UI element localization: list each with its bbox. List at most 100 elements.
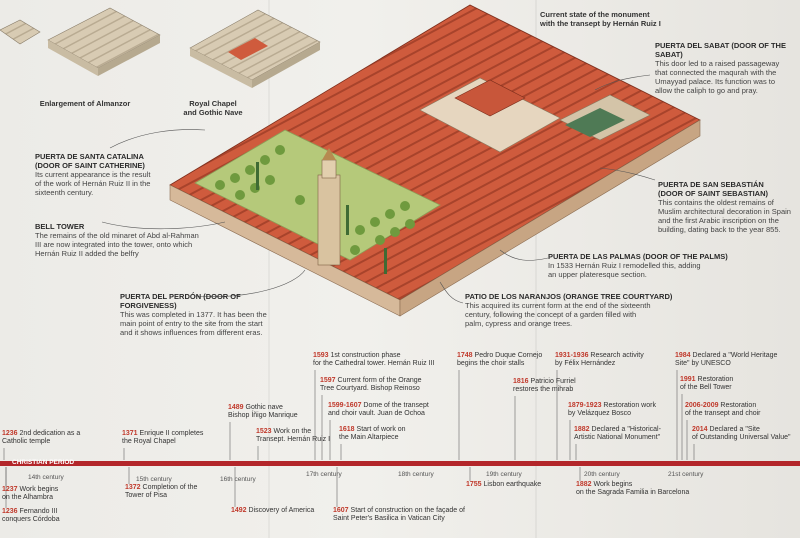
label-body: of the work of Hernán Ruiz II in the <box>35 179 151 188</box>
event-year: 1237 <box>2 486 20 493</box>
event-line: 1489 Gothic nave <box>228 404 298 412</box>
event-year: 1597 <box>320 377 338 384</box>
event-text: Declared a "World Heritage <box>692 352 778 359</box>
event-text: Current form of the Orange <box>337 377 422 384</box>
event-line: conquers Córdoba <box>2 516 60 524</box>
label-body: an upper plateresque section. <box>548 270 647 279</box>
event-text: Start of work on <box>356 426 406 433</box>
event-text: Saint Peter's Basilica in Vatican City <box>333 515 445 523</box>
event-line: 1931-1936 Research activity <box>555 352 644 360</box>
current-state-line: with the transept by Hernán Ruiz I <box>540 19 661 28</box>
event-year: 1523 <box>256 428 274 435</box>
label-title: (DOOR OF SAINT CATHERINE) <box>35 161 145 170</box>
event-year: 1748 <box>457 352 475 359</box>
label-title: PUERTA DEL SABAT (DOOR OF THE SABAT) <box>655 41 786 59</box>
event-line: 1991 Restoration <box>680 376 733 384</box>
event-text: begins the choir stalls <box>457 360 525 368</box>
event-line: Transept. Hernán Ruiz I <box>256 436 330 444</box>
event-text: of the transept and choir <box>685 410 761 418</box>
event-line: 1371 Enrique II completes <box>122 430 203 438</box>
period-label: CHRISTIAN PERIOD <box>12 459 75 466</box>
event-line: 1618 Start of work on <box>339 426 406 434</box>
century-label: 18th century <box>398 471 434 478</box>
timeline-event-below: 1607 Start of construction on the façade… <box>333 507 465 523</box>
paper-fold <box>535 0 537 538</box>
event-text: Fernando III <box>19 508 58 515</box>
timeline-event-below: 1755 Lisbon earthquake <box>466 481 541 489</box>
royal-chapel-caption: Royal Chapel and Gothic Nave <box>178 99 248 117</box>
event-text: the Royal Chapel <box>122 438 176 446</box>
label-puerta-santa-catalina: PUERTA DE SANTA CATALINA (DOOR OF SAINT … <box>35 152 185 197</box>
label-body: that connected the maqurah with the <box>655 68 777 77</box>
event-line: on the Alhambra <box>2 494 58 502</box>
event-year: 2006-2009 <box>685 402 721 409</box>
event-year: 1593 <box>313 352 331 359</box>
royal-chapel-caption-line: and Gothic Nave <box>183 108 243 117</box>
event-line: Site" by UNESCO <box>675 360 777 368</box>
event-line: 1882 Work begins <box>576 481 689 489</box>
main-building <box>169 4 701 317</box>
label-body: Hernán Ruiz II added the belfry <box>35 249 139 258</box>
event-line: Saint Peter's Basilica in Vatican City <box>333 515 465 523</box>
mosque-cathedral-illustration <box>0 4 701 317</box>
label-title: PUERTA DE SAN SEBASTIÁN <box>658 180 764 189</box>
label-body: palm, cypress and orange trees. <box>465 319 573 328</box>
label-body: and the first Arabic inscription on the <box>658 216 779 225</box>
event-text: for the Cathedral tower. Hernán Ruiz III <box>313 360 435 368</box>
event-year: 1618 <box>339 426 357 433</box>
event-line: Tree Courtyard. Bishop Reinoso <box>320 385 422 393</box>
timeline-event-below: 1492 Discovery of America <box>231 507 314 515</box>
event-text: Tree Courtyard. Bishop Reinoso <box>320 385 420 393</box>
label-body: Its current appearance is the result <box>35 170 151 179</box>
event-line: Catholic temple <box>2 438 80 446</box>
event-line: 1492 Discovery of America <box>231 507 314 515</box>
label-title: (DOOR OF SAINT SEBASTIAN) <box>658 189 768 198</box>
event-line: of Outstanding Universal Value" <box>692 434 790 442</box>
label-body: This door led to a raised passageway <box>655 59 780 68</box>
label-body: III are now integrated into the tower, o… <box>35 240 193 249</box>
label-puerta-san-sebastian: PUERTA DE SAN SEBASTIÁN (DOOR OF SAINT S… <box>658 180 800 234</box>
event-text: Restoration <box>697 376 734 383</box>
event-line: of the Bell Tower <box>680 384 733 392</box>
timeline-event-above: 1882 Declared a "Historical-Artistic Nat… <box>574 426 661 442</box>
event-text: the Main Altarpiece <box>339 434 399 442</box>
century-label: 14th century <box>28 474 64 481</box>
event-line: 1593 1st construction phase <box>313 352 434 360</box>
label-bell-tower: BELL TOWER The remains of the old minare… <box>35 222 235 258</box>
label-body: century, following the concept of a gard… <box>465 310 637 319</box>
event-text: restores the mihrab <box>513 386 574 394</box>
event-year: 2014 <box>692 426 710 433</box>
event-line: by Félix Hernández <box>555 360 644 368</box>
event-line: 1599-1607 Dome of the transept <box>328 402 429 410</box>
event-text: Completion of the <box>142 484 198 491</box>
label-puerta-sabat: PUERTA DEL SABAT (DOOR OF THE SABAT) Thi… <box>655 41 800 95</box>
event-year: 1882 <box>576 481 594 488</box>
event-line: 1984 Declared a "World Heritage <box>675 352 777 360</box>
event-line: for the Cathedral tower. Hernán Ruiz III <box>313 360 434 368</box>
event-text: conquers Córdoba <box>2 516 60 524</box>
event-line: 1879-1923 Restoration work <box>568 402 656 410</box>
event-text: Work begins <box>593 481 633 488</box>
label-body: sixteenth century. <box>35 188 94 197</box>
event-line: 1372 Completion of the <box>125 484 197 492</box>
event-line: Bishop Íñigo Manrique <box>228 412 298 420</box>
event-year: 1607 <box>333 507 351 514</box>
event-text: Site" by UNESCO <box>675 360 731 368</box>
current-state-heading: Current state of the monument with the t… <box>540 10 690 28</box>
event-text: Work on the <box>273 428 312 435</box>
event-text: Bishop Íñigo Manrique <box>228 412 298 420</box>
timeline-bar <box>0 461 800 466</box>
event-text: of Outstanding Universal Value" <box>692 434 791 442</box>
label-title: BELL TOWER <box>35 222 85 231</box>
event-text: Dome of the transept <box>363 402 429 409</box>
event-text: of the Bell Tower <box>680 384 732 392</box>
